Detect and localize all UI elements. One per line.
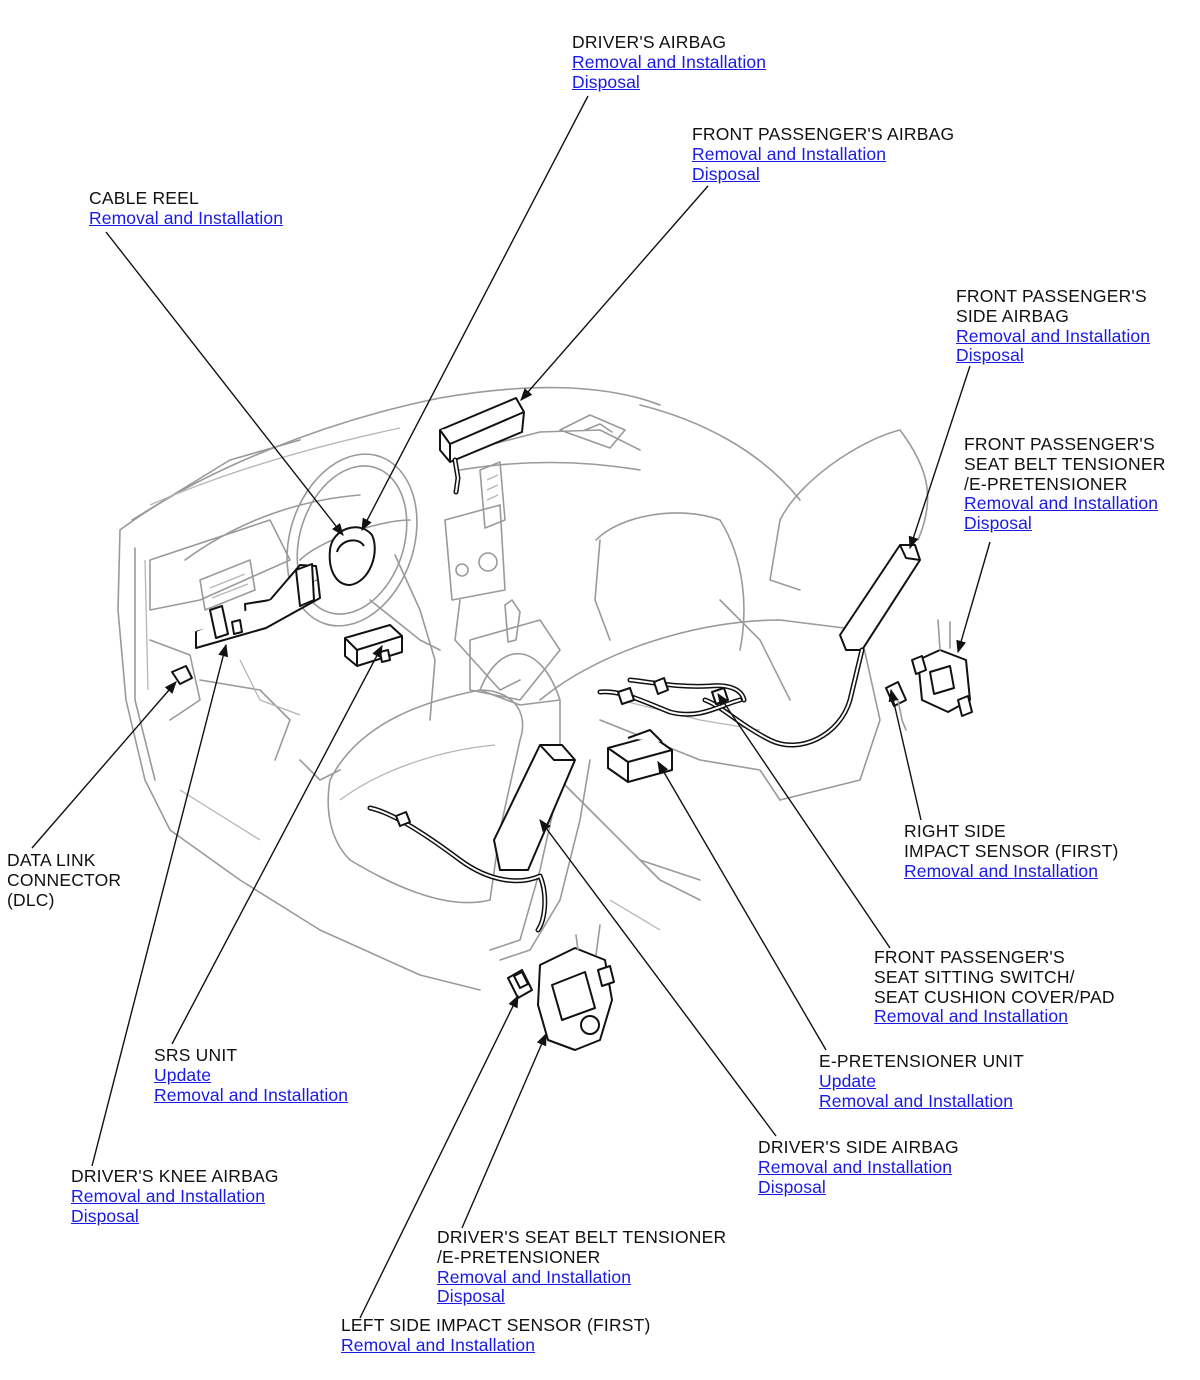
front-passenger-side-airbag-module: [702, 544, 921, 748]
drivers-side-airbag-module: [367, 744, 576, 933]
srs-unit-update-link[interactable]: Update: [154, 1064, 212, 1085]
cable-reel-title: CABLE REEL: [89, 188, 199, 208]
data-link-connector-title-2: CONNECTOR: [7, 869, 122, 890]
drivers-airbag-title: DRIVER'S AIRBAG: [572, 32, 727, 52]
drivers-seat-belt-tensioner-title-2: /E-PRETENSIONER: [437, 1246, 601, 1267]
left-side-impact-sensor-removal-link[interactable]: Removal and Installation: [341, 1334, 536, 1355]
srs-unit-removal-link[interactable]: Removal and Installation: [154, 1084, 349, 1105]
front-passengers-side-airbag-title-1: FRONT PASSENGER'S: [956, 286, 1147, 306]
seat-sitting-switch-title-3: SEAT CUSHION COVER/PAD: [874, 986, 1115, 1007]
seat-sitting-switch-removal-link[interactable]: Removal and Installation: [874, 1006, 1069, 1027]
right-side-impact-sensor-title-1: RIGHT SIDE: [904, 821, 1006, 841]
drivers-side-airbag-disposal-link[interactable]: Disposal: [758, 1176, 826, 1197]
data-link-connector-callout: DATA LINK CONNECTOR (DLC): [7, 850, 122, 910]
drivers-seat-belt-tensioner-removal-link[interactable]: Removal and Installation: [437, 1266, 632, 1287]
drivers-airbag-disposal-link[interactable]: Disposal: [572, 71, 640, 92]
data-link-connector: [171, 665, 193, 685]
seat-sitting-switch-title-1: FRONT PASSENGER'S: [874, 947, 1065, 967]
right-side-impact-sensor-title-2: IMPACT SENSOR (FIRST): [904, 840, 1119, 861]
srs-unit-module: [344, 624, 403, 667]
data-link-connector-title-1: DATA LINK: [7, 850, 96, 870]
e-pretensioner-unit-update-link[interactable]: Update: [819, 1070, 877, 1091]
right-side-impact-sensor-removal-link[interactable]: Removal and Installation: [904, 860, 1099, 881]
drivers-side-airbag-callout: DRIVER'S SIDE AIRBAG Removal and Install…: [758, 1137, 959, 1197]
cable-reel-removal-link[interactable]: Removal and Installation: [89, 207, 284, 228]
drivers-knee-airbag-callout: DRIVER'S KNEE AIRBAG Removal and Install…: [71, 1166, 279, 1226]
e-pretensioner-unit-removal-link[interactable]: Removal and Installation: [819, 1090, 1014, 1111]
front-passenger-airbag-module: [439, 397, 525, 495]
front-passengers-seat-belt-tensioner-disposal-link[interactable]: Disposal: [964, 513, 1032, 534]
front-passengers-seat-belt-tensioner-removal-link[interactable]: Removal and Installation: [964, 493, 1159, 514]
front-passengers-side-airbag-callout: FRONT PASSENGER'S SIDE AIRBAG Removal an…: [956, 286, 1151, 366]
leader-lines: [31, 95, 991, 1319]
front-passengers-seat-sitting-switch-callout: FRONT PASSENGER'S SEAT SITTING SWITCH/ S…: [874, 947, 1115, 1027]
drivers-airbag-module: [328, 526, 376, 586]
drivers-seat-belt-tensioner-title-1: DRIVER'S SEAT BELT TENSIONER: [437, 1227, 727, 1247]
left-side-impact-sensor-module: [507, 969, 533, 999]
front-passengers-side-airbag-disposal-link[interactable]: Disposal: [956, 345, 1024, 366]
front-passengers-seat-belt-tensioner-title-3: /E-PRETENSIONER: [964, 473, 1128, 494]
seats-sketch: [327, 429, 929, 961]
seat-sitting-switch-title-2: SEAT SITTING SWITCH/: [874, 966, 1075, 987]
front-passengers-side-airbag-title-2: SIDE AIRBAG: [956, 305, 1070, 326]
srs-unit-title: SRS UNIT: [154, 1045, 238, 1065]
front-passengers-seat-belt-tensioner-callout: FRONT PASSENGER'S SEAT BELT TENSIONER /E…: [964, 434, 1166, 534]
srs-unit-callout: SRS UNIT Update Removal and Installation: [154, 1045, 349, 1105]
right-side-impact-sensor-module: [885, 681, 907, 731]
e-pretensioner-unit-callout: E-PRETENSIONER UNIT Update Removal and I…: [819, 1051, 1025, 1111]
cable-reel-callout: CABLE REEL Removal and Installation: [89, 188, 284, 229]
drivers-seat-belt-tensioner-disposal-link[interactable]: Disposal: [437, 1286, 505, 1307]
drivers-side-airbag-removal-link[interactable]: Removal and Installation: [758, 1156, 953, 1177]
right-side-impact-sensor-callout: RIGHT SIDE IMPACT SENSOR (FIRST) Removal…: [904, 821, 1119, 881]
drivers-knee-airbag-removal-link[interactable]: Removal and Installation: [71, 1185, 266, 1206]
drivers-knee-airbag-disposal-link[interactable]: Disposal: [71, 1205, 139, 1226]
front-passengers-seat-belt-tensioner-title-2: SEAT BELT TENSIONER: [964, 453, 1166, 474]
front-passenger-belt-tensioner-module: [911, 619, 973, 717]
drivers-knee-airbag-title: DRIVER'S KNEE AIRBAG: [71, 1166, 279, 1186]
front-passengers-airbag-removal-link[interactable]: Removal and Installation: [692, 143, 887, 164]
drivers-airbag-removal-link[interactable]: Removal and Installation: [572, 51, 767, 72]
drivers-belt-tensioner-module: [537, 924, 615, 1051]
front-passengers-airbag-title: FRONT PASSENGER'S AIRBAG: [692, 124, 955, 144]
drivers-seat-belt-tensioner-callout: DRIVER'S SEAT BELT TENSIONER /E-PRETENSI…: [437, 1227, 727, 1307]
e-pretensioner-unit-title: E-PRETENSIONER UNIT: [819, 1051, 1025, 1071]
drivers-knee-airbag-module: [195, 563, 321, 649]
front-passengers-side-airbag-removal-link[interactable]: Removal and Installation: [956, 325, 1151, 346]
data-link-connector-title-3: (DLC): [7, 889, 55, 910]
drivers-side-airbag-title: DRIVER'S SIDE AIRBAG: [758, 1137, 959, 1157]
drivers-airbag-callout: DRIVER'S AIRBAG Removal and Installation…: [572, 32, 767, 92]
e-pretensioner-unit-module: [607, 729, 673, 783]
left-side-impact-sensor-callout: LEFT SIDE IMPACT SENSOR (FIRST) Removal …: [341, 1315, 651, 1356]
seat-sitting-switch-harness: [597, 677, 747, 717]
left-side-impact-sensor-title: LEFT SIDE IMPACT SENSOR (FIRST): [341, 1315, 651, 1335]
srs-parts: [171, 397, 973, 1051]
front-passengers-airbag-callout: FRONT PASSENGER'S AIRBAG Removal and Ins…: [692, 124, 955, 184]
front-passengers-seat-belt-tensioner-title-1: FRONT PASSENGER'S: [964, 434, 1155, 454]
front-passengers-airbag-disposal-link[interactable]: Disposal: [692, 163, 760, 184]
